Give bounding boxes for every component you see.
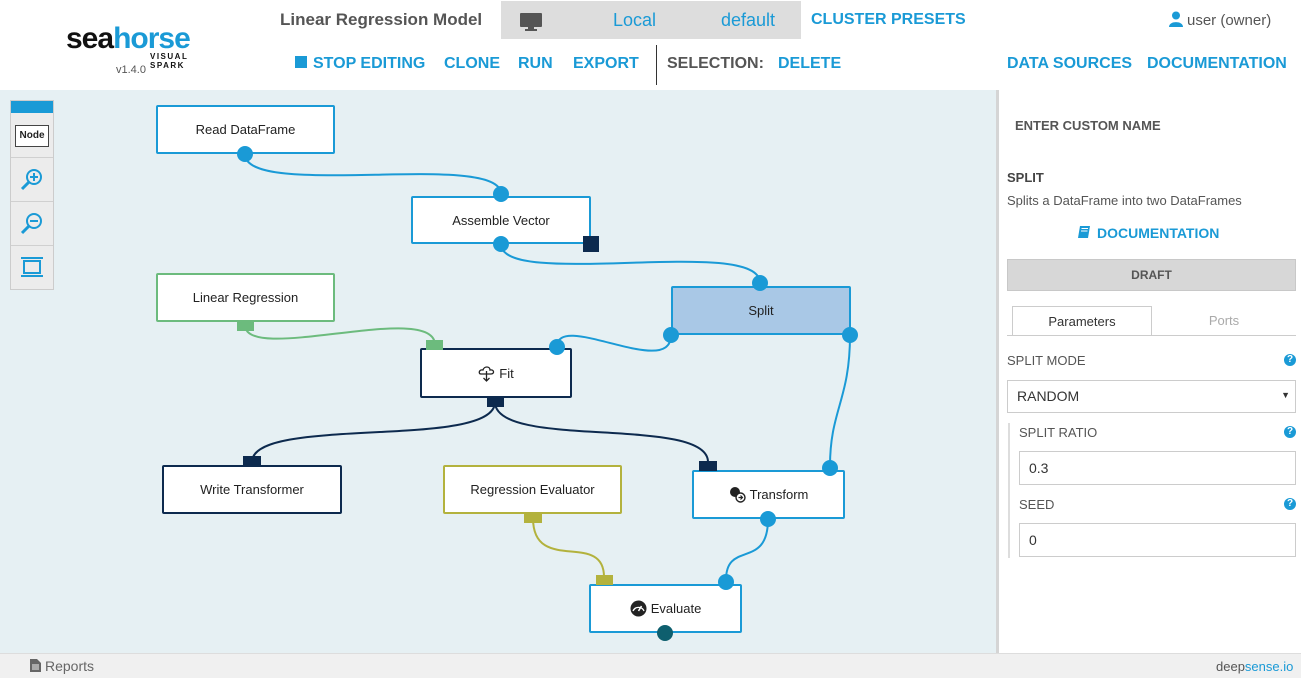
edge-fit-to-transform[interactable]: [494, 401, 709, 463]
zoom-in-icon: [20, 169, 42, 191]
node-write-transformer[interactable]: Write Transformer: [162, 465, 342, 514]
help-icon[interactable]: ?: [1284, 426, 1296, 438]
toolbar-divider: [656, 45, 657, 85]
edge-split-to-transform[interactable]: [829, 334, 851, 467]
reports-label: Reports: [45, 658, 95, 674]
cluster-selector[interactable]: Local default: [501, 1, 801, 39]
workflow-canvas[interactable]: Node Read DataFrame Assemble Vector Line…: [0, 90, 996, 653]
custom-name-input[interactable]: ENTER CUSTOM NAME: [1015, 118, 1161, 133]
tabs-underline: [1007, 335, 1296, 336]
cluster-name[interactable]: Local: [613, 10, 657, 30]
tab-parameters[interactable]: Parameters: [1012, 306, 1152, 336]
fit-icon: [478, 365, 495, 382]
node-regression-evaluator[interactable]: Regression Evaluator: [443, 465, 622, 514]
zoom-out-icon: [20, 213, 42, 235]
toolbox-handle[interactable]: [11, 101, 53, 113]
user-menu[interactable]: user (owner): [1168, 11, 1271, 29]
draft-status: DRAFT: [1007, 259, 1296, 291]
fit-screen-button[interactable]: [11, 245, 53, 289]
node-label: Write Transformer: [200, 482, 304, 497]
user-label: user (owner): [1187, 12, 1272, 29]
document-icon: [30, 659, 41, 672]
help-icon[interactable]: ?: [1284, 354, 1296, 366]
node-split[interactable]: Split: [671, 286, 851, 335]
connections-layer: [244, 153, 851, 581]
delete-button[interactable]: DELETE: [778, 55, 842, 72]
header: seahorse VISUAL SPARK v1.4.0 Linear Regr…: [0, 0, 1301, 90]
help-icon[interactable]: ?: [1284, 498, 1296, 510]
preset-name[interactable]: default: [721, 10, 776, 30]
logo-word-b: horse: [113, 22, 191, 55]
edge-read-to-assemble[interactable]: [244, 153, 502, 195]
run-button[interactable]: RUN: [518, 55, 553, 72]
monitor-icon: [520, 13, 542, 31]
selection-label: SELECTION:: [667, 55, 764, 72]
panel-divider[interactable]: [996, 90, 999, 653]
node-read-dataframe[interactable]: Read DataFrame: [156, 105, 335, 154]
edge-split-to-fit[interactable]: [556, 334, 672, 352]
stop-editing-button[interactable]: STOP EDITING: [295, 55, 425, 73]
transform-icon: [729, 487, 746, 503]
properties-panel: ENTER CUSTOM NAME SPLIT Splits a DataFra…: [999, 90, 1301, 653]
nested-params-indicator: [1008, 423, 1010, 558]
edge-evaluator-to-evaluate[interactable]: [532, 517, 605, 578]
chevron-down-icon: ▼: [1281, 390, 1290, 400]
node-linear-regression[interactable]: Linear Regression: [156, 273, 335, 322]
user-icon: [1169, 11, 1183, 27]
gauge-icon: [630, 600, 647, 617]
split-mode-select[interactable]: RANDOM ▼: [1007, 380, 1296, 413]
zoom-in-button[interactable]: [11, 157, 53, 201]
operation-documentation-link[interactable]: DOCUMENTATION: [1077, 225, 1219, 241]
split-mode-label: SPLIT MODE: [1007, 353, 1086, 368]
seed-label: SEED: [1019, 497, 1055, 512]
workflow-title[interactable]: Linear Regression Model: [280, 10, 483, 29]
canvas-toolbox: Node: [10, 100, 54, 290]
book-icon: [1078, 226, 1090, 238]
data-sources-button[interactable]: DATA SOURCES: [1007, 55, 1133, 72]
zoom-out-button[interactable]: [11, 201, 53, 245]
operation-description: Splits a DataFrame into two DataFrames: [1007, 193, 1242, 208]
node-label: Assemble Vector: [452, 212, 550, 228]
brand-part-a: deep: [1216, 659, 1245, 674]
version-label: v1.4.0: [116, 64, 146, 76]
stop-icon: [295, 56, 307, 68]
fit-screen-icon: [21, 257, 43, 277]
logo-word-a: sea: [66, 22, 114, 55]
tab-ports[interactable]: Ports: [1208, 313, 1240, 328]
node-label: Linear Regression: [192, 290, 299, 305]
split-ratio-label: SPLIT RATIO: [1019, 425, 1098, 440]
split-mode-value: RANDOM: [1017, 388, 1080, 404]
node-evaluate[interactable]: Evaluate: [589, 584, 742, 633]
edge-transform-to-evaluate[interactable]: [725, 518, 769, 581]
clone-button[interactable]: CLONE: [444, 55, 500, 72]
cluster-presets-button[interactable]: CLUSTER PRESETS: [811, 11, 966, 28]
stop-editing-label: STOP EDITING: [313, 55, 426, 72]
split-ratio-input[interactable]: 0.3: [1019, 451, 1296, 485]
node-label: Fit: [499, 365, 514, 381]
node-label: Evaluate: [650, 601, 702, 616]
node-label: Transform: [749, 487, 809, 502]
add-node-button[interactable]: Node: [15, 125, 49, 147]
edge-fit-to-write[interactable]: [251, 401, 496, 463]
export-button[interactable]: EXPORT: [573, 55, 639, 72]
logo-wordmark: seahorse: [66, 22, 191, 56]
deepsense-brand[interactable]: deepsense.io: [1216, 659, 1293, 674]
seahorse-logo[interactable]: seahorse VISUAL SPARK v1.4.0: [62, 22, 212, 78]
logo-subtitle: VISUAL SPARK: [150, 52, 189, 70]
documentation-button[interactable]: DOCUMENTATION: [1147, 55, 1287, 72]
node-label: Read DataFrame: [195, 122, 296, 137]
node-label: Regression Evaluator: [470, 482, 595, 497]
reports-button[interactable]: Reports: [30, 658, 94, 674]
edge-assemble-to-split[interactable]: [500, 243, 761, 284]
node-label: Split: [748, 303, 774, 318]
operation-name: SPLIT: [1007, 170, 1044, 185]
node-transform[interactable]: Transform: [692, 470, 845, 519]
node-assemble-vector[interactable]: Assemble Vector: [411, 196, 591, 244]
node-fit[interactable]: Fit: [420, 348, 572, 398]
footer: Reports deepsense.io: [0, 653, 1301, 678]
edge-linreg-to-fit[interactable]: [244, 324, 436, 346]
documentation-label: DOCUMENTATION: [1097, 225, 1220, 241]
seed-input[interactable]: 0: [1019, 523, 1296, 557]
brand-part-b: sense.io: [1244, 659, 1294, 674]
